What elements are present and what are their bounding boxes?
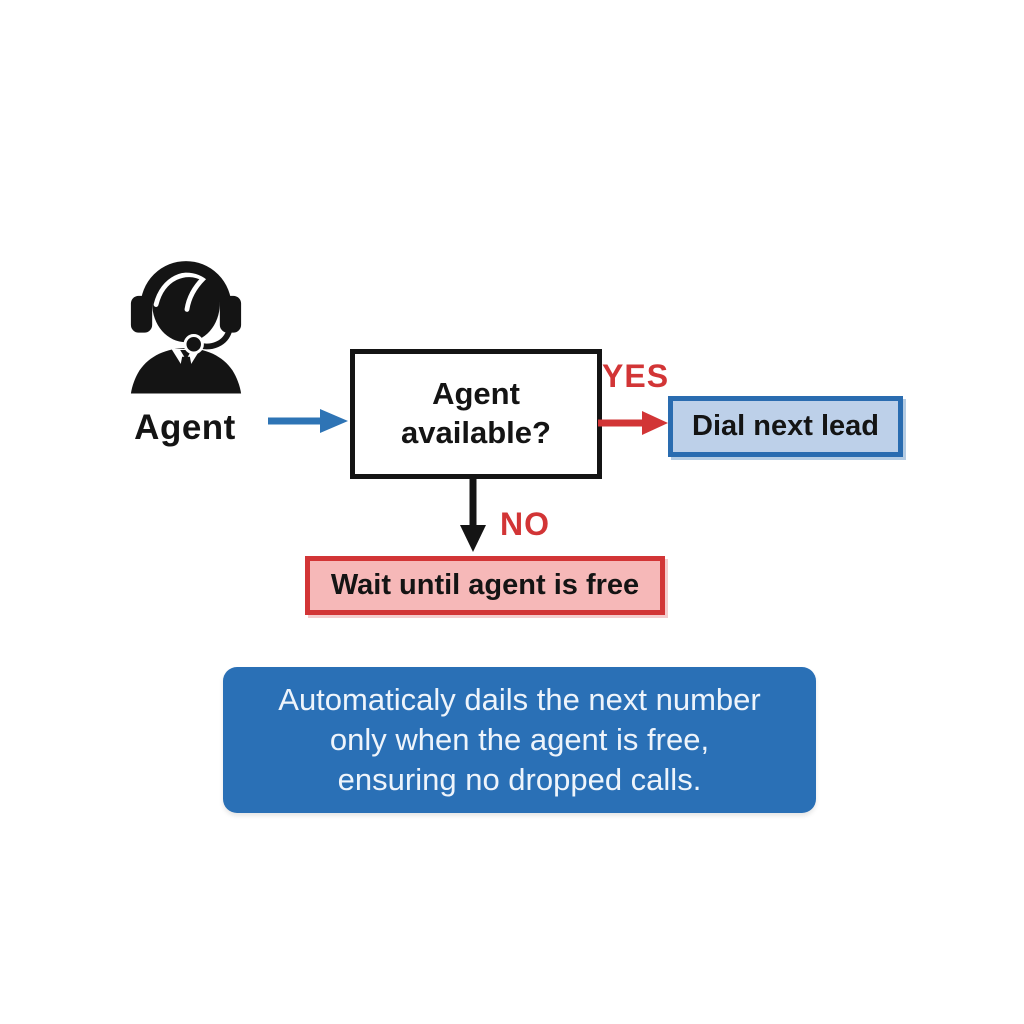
agent-to-decision-arrow (268, 409, 348, 433)
note-line: ensuring no dropped calls. (337, 762, 702, 797)
note-line: Automaticaly dails the next number (278, 682, 761, 717)
agent-headset-icon (128, 248, 244, 394)
agent-headset-icon-svg (130, 261, 242, 394)
dial-next-lead-box: Dial next lead (668, 396, 903, 457)
wait-label: Wait until agent is free (330, 569, 640, 601)
yes-arrow (598, 411, 668, 435)
no-arrow (460, 479, 486, 552)
dial-next-lead-label: Dial next lead (692, 410, 879, 442)
decision-label: Agent available? (401, 376, 551, 450)
note-line: only when the agent is free, (329, 722, 710, 757)
note-box: Automaticaly dails the next number only … (223, 667, 816, 813)
yes-edge-label: YES (602, 358, 670, 394)
wait-box: Wait until agent is free (305, 556, 665, 615)
agent-label: Agent (134, 408, 236, 447)
no-edge-label: NO (500, 506, 550, 542)
decision-box: Agent available? (350, 349, 602, 479)
